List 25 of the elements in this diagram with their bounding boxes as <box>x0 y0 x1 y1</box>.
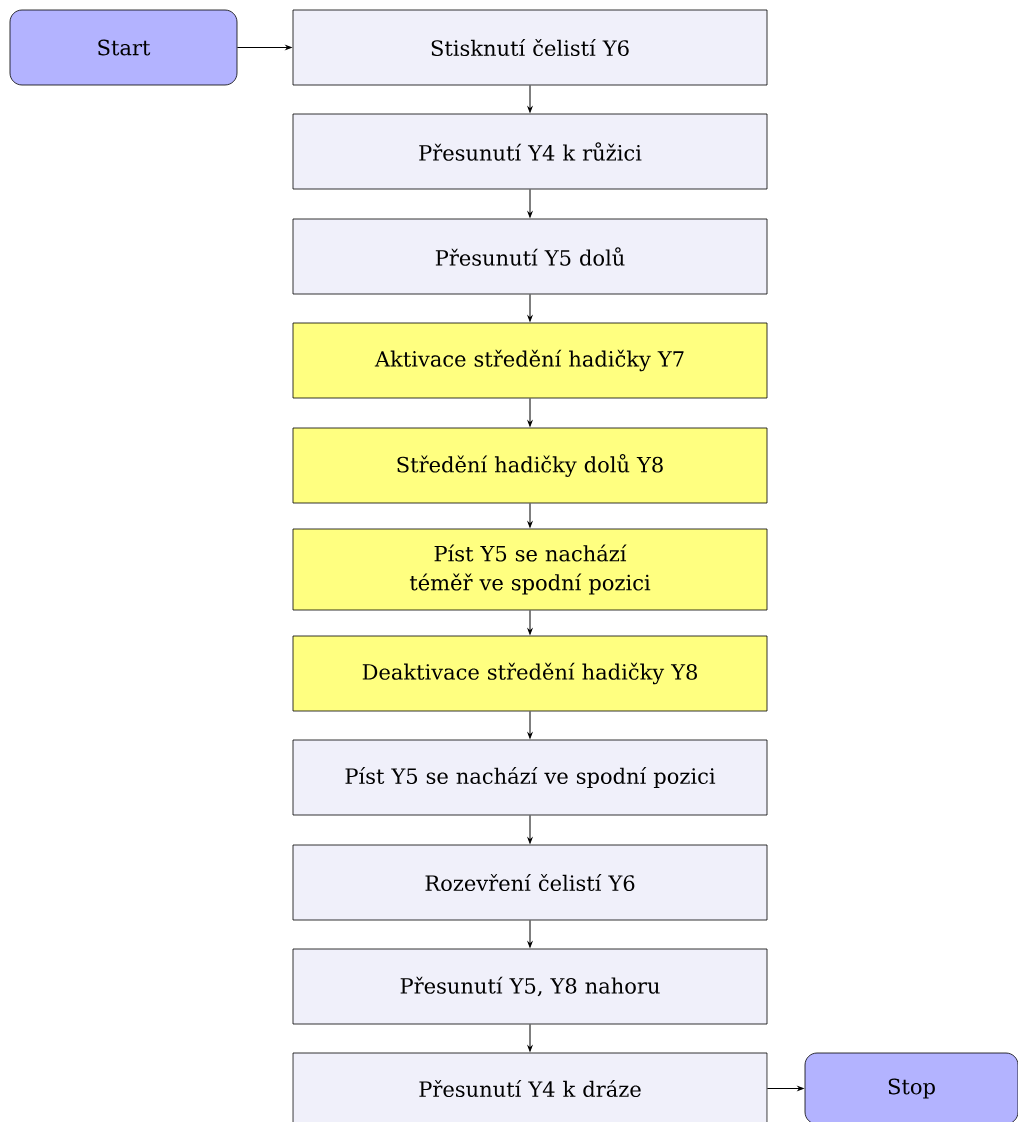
process-box: Rozevření čelistí Y6 <box>292 844 768 921</box>
process-box: Středění hadičky dolů Y8 <box>292 427 768 504</box>
arrow <box>527 1023 533 1052</box>
process-box: Píst Y5 se nachází téměř ve spodní pozici <box>292 528 768 611</box>
arrow <box>527 609 533 635</box>
process-box: Přesunutí Y5 dolů <box>292 218 768 295</box>
terminal-box: Start <box>9 9 238 86</box>
process-box: Přesunutí Y5, Y8 nahoru <box>292 948 768 1025</box>
arrow <box>527 397 533 427</box>
process-box: Stisknutí čelistí Y6 <box>292 9 768 86</box>
terminal-box: Stop <box>804 1052 1018 1122</box>
process-box: Píst Y5 se nachází ve spodní pozici <box>292 739 768 816</box>
process-box: Přesunutí Y4 k růžici <box>292 113 768 190</box>
process-box: Deaktivace středění hadičky Y8 <box>292 635 768 712</box>
arrow <box>527 710 533 739</box>
arrow <box>527 293 533 322</box>
arrow <box>236 45 292 50</box>
arrow <box>766 1086 804 1091</box>
arrow <box>527 188 533 218</box>
process-box: Aktivace středění hadičky Y7 <box>292 322 768 399</box>
arrow <box>527 919 533 948</box>
arrow <box>527 502 533 528</box>
process-box: Přesunutí Y4 k dráze <box>292 1052 768 1122</box>
arrow <box>527 814 533 844</box>
arrow <box>527 84 533 113</box>
